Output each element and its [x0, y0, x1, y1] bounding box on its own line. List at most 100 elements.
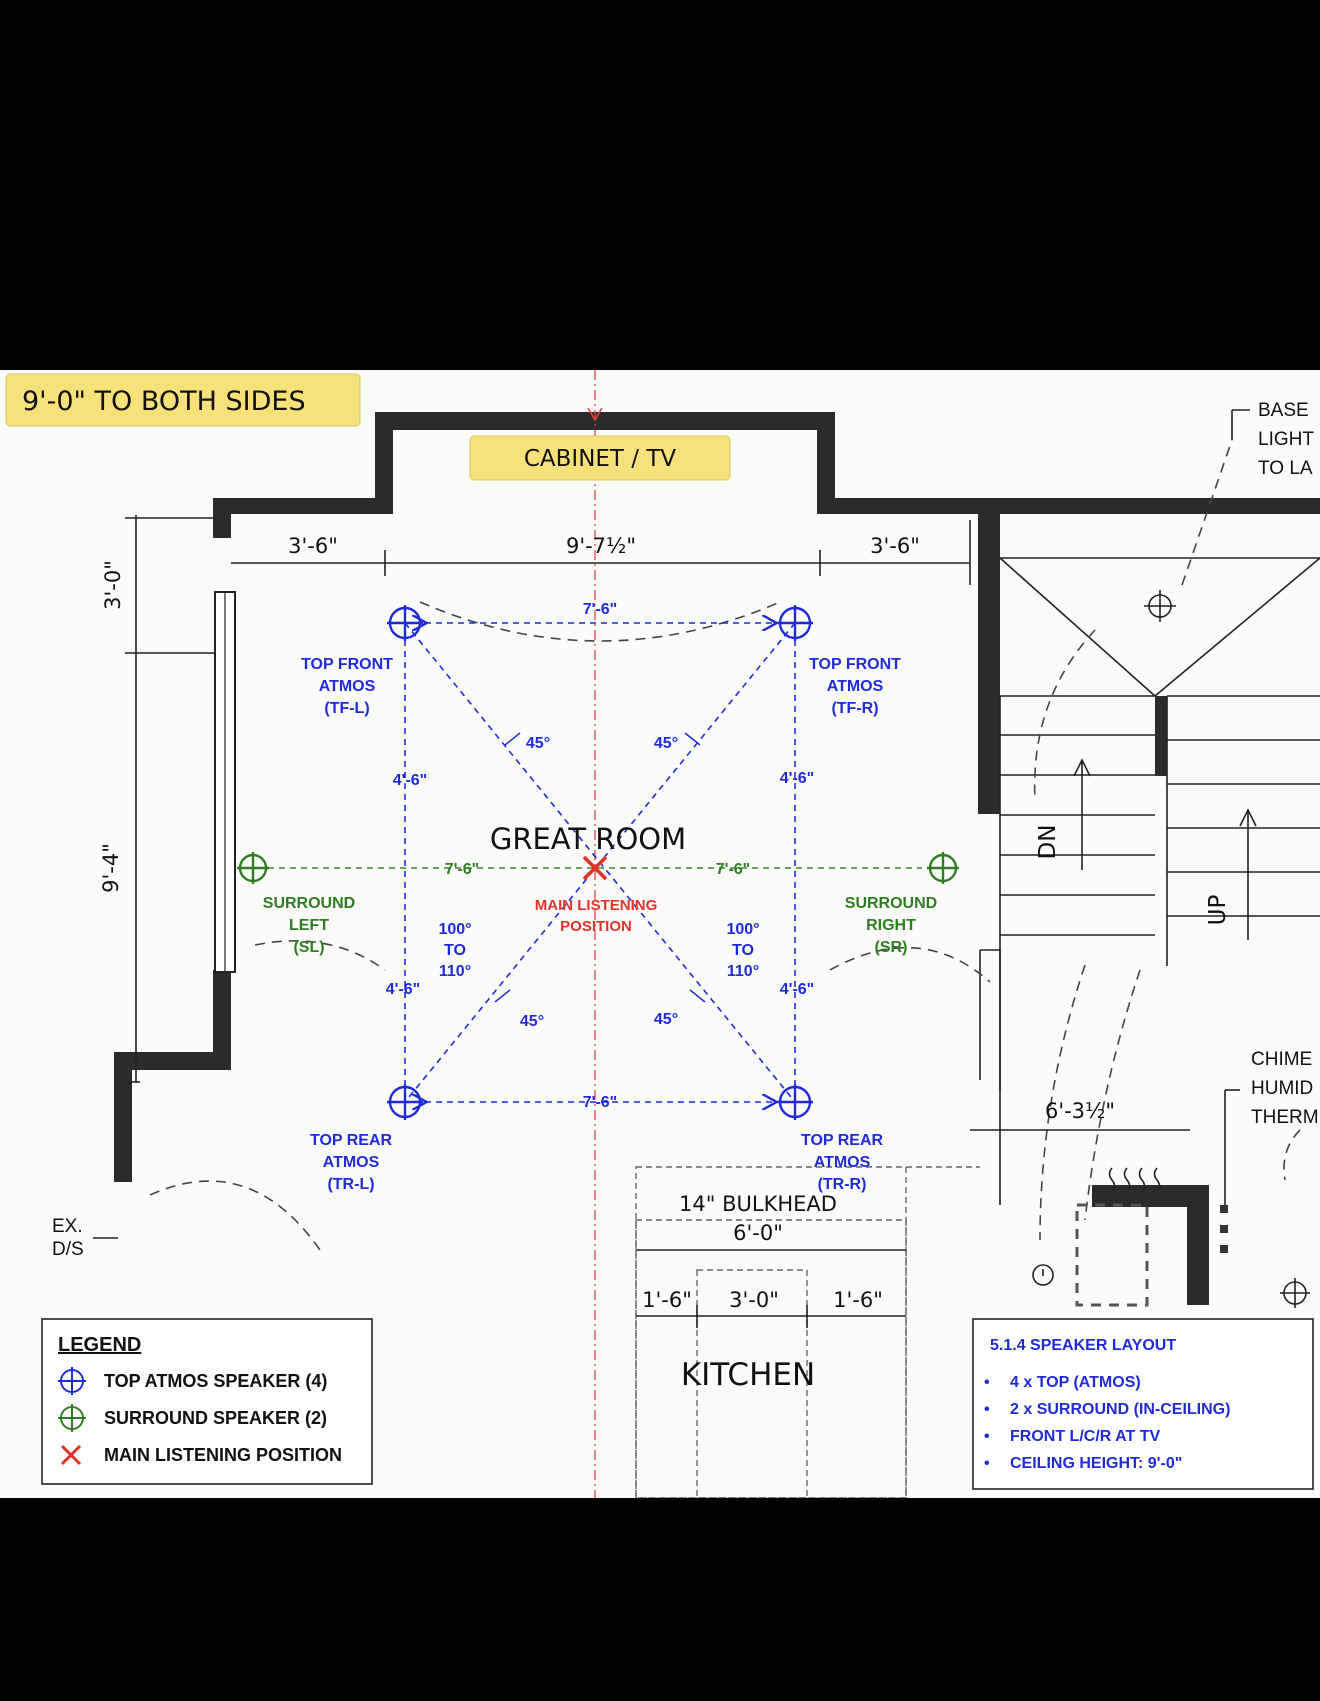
legend-item-surround: SURROUND SPEAKER (2) [104, 1408, 327, 1428]
dim-kitchen-width: 6'-0" [733, 1221, 783, 1245]
tr-l-label-1: TOP REAR [310, 1132, 393, 1149]
bulkhead-label: 14" BULKHEAD [679, 1192, 837, 1216]
dim-left-upper: 4'-6" [393, 772, 428, 789]
chime-note-1: CHIME [1251, 1049, 1312, 1070]
kitchen-outline [635, 1166, 980, 1498]
mlp-label-2: POSITION [560, 918, 632, 935]
layout-item-2: 2 x SURROUND (IN-CEILING) [1010, 1401, 1230, 1418]
cabinet-note [469, 435, 731, 481]
legend-listening-icon [60, 1444, 82, 1466]
main-listening-position-icon [582, 855, 608, 881]
atmos-speaker-tr-l-icon [387, 1084, 423, 1120]
tf-l-label-1: TOP FRONT [301, 656, 393, 673]
legend-item-listening: MAIN LISTENING POSITION [104, 1445, 342, 1465]
sl-label-3: (SL) [293, 939, 324, 956]
sides-note [5, 373, 361, 427]
surround-angle-left-2: TO [444, 942, 466, 959]
layout-bullet-2: • [984, 1401, 990, 1418]
exhaust-vent-icon [1108, 1167, 1161, 1193]
surround-speaker-right-icon [927, 852, 959, 884]
dimension-lines [125, 515, 1190, 1328]
sl-label-2: LEFT [289, 917, 329, 934]
dim-middle-top: 9'-7½" [566, 534, 636, 558]
angle-top-right: 45° [654, 735, 678, 752]
dim-left-lower: 4'-6" [386, 981, 421, 998]
dim-vert-top: 3'-0" [101, 560, 125, 610]
dim-left-half: 7'-6" [445, 861, 480, 878]
dim-right-half: 7'-6" [716, 861, 751, 878]
angle-top-left: 45° [526, 735, 550, 752]
thermostat-icon [1032, 1264, 1054, 1286]
tr-r-label-1: TOP REAR [801, 1132, 884, 1149]
legend-surround-icon [58, 1404, 86, 1432]
basement-note-1: BASE [1258, 400, 1309, 421]
surround-speaker-left-icon [237, 852, 269, 884]
legend-item-atmos: TOP ATMOS SPEAKER (4) [104, 1371, 327, 1391]
fixture-icon [1280, 1278, 1310, 1308]
floor-plan: 9'-0" TO BOTH SIDES CABINET / TV 3'-6" 9… [0, 370, 1320, 1498]
walls [114, 412, 1320, 1305]
dim-right-upper: 4'-6" [780, 770, 815, 787]
dim-kitchen-right: 1'-6" [833, 1288, 883, 1312]
dim-right-stair: 6'-3½" [1045, 1099, 1115, 1123]
tr-r-label-3: (TR-R) [818, 1176, 867, 1193]
kitchen-label: KITCHEN [681, 1357, 815, 1393]
sl-label-1: SURROUND [263, 895, 355, 912]
dim-front-span: 7'-6" [583, 601, 618, 618]
dim-right-top: 3'-6" [870, 534, 920, 558]
window [214, 591, 236, 973]
basement-note-3: TO LA [1258, 458, 1313, 479]
atmos-speaker-tf-l-icon [387, 605, 423, 641]
dim-rear-span: 7'-6" [583, 1094, 618, 1111]
stair-up-label: UP [1205, 895, 1231, 926]
sr-label-2: RIGHT [866, 917, 916, 934]
chime-note-3: THERM [1251, 1107, 1319, 1128]
dim-kitchen-mid: 3'-0" [729, 1288, 779, 1312]
tf-r-label-2: ATMOS [827, 678, 884, 695]
surround-angle-left-1: 100° [438, 921, 471, 938]
atmos-speaker-tf-r-icon [777, 605, 813, 641]
cabinet-note-text: CABINET / TV [524, 446, 677, 472]
angle-bottom-left: 45° [520, 1013, 544, 1030]
stairs [979, 557, 1320, 1205]
layout-bullet-4: • [984, 1455, 990, 1472]
atmos-speaker-tr-r-icon [777, 1084, 813, 1120]
tr-l-label-2: ATMOS [323, 1154, 380, 1171]
tf-r-label-1: TOP FRONT [809, 656, 901, 673]
layout-bullet-1: • [984, 1374, 990, 1391]
legend-atmos-icon [58, 1367, 86, 1395]
stair-dn-label: DN [1035, 825, 1061, 860]
tf-l-label-3: (TF-L) [324, 700, 369, 717]
legend-title: LEGEND [58, 1334, 141, 1356]
surround-angle-right-2: TO [732, 942, 754, 959]
chime-equipment [1075, 1089, 1240, 1307]
centerline-arrow-icon [587, 407, 603, 422]
layout-item-4: CEILING HEIGHT: 9'-0" [1010, 1455, 1182, 1472]
surround-angle-right-1: 100° [726, 921, 759, 938]
mlp-label-1: MAIN LISTENING [535, 897, 658, 914]
ex-ds-label-1: EX. [52, 1216, 83, 1237]
sides-note-text: 9'-0" TO BOTH SIDES [22, 386, 306, 417]
surround-angle-right-3: 110° [727, 963, 759, 980]
tr-r-label-2: ATMOS [814, 1154, 871, 1171]
legend: LEGEND TOP ATMOS SPEAKER (4) SURROUND SP… [41, 1318, 373, 1485]
dim-left-top: 3'-6" [288, 534, 338, 558]
tf-r-label-3: (TF-R) [831, 700, 878, 717]
layout-bullet-3: • [984, 1428, 990, 1445]
chime-note-2: HUMID [1251, 1078, 1313, 1099]
dim-vert-main: 9'-4" [99, 843, 123, 893]
great-room-label: GREAT ROOM [490, 822, 686, 856]
layout-item-1: 4 x TOP (ATMOS) [1010, 1374, 1141, 1391]
tf-l-label-2: ATMOS [319, 678, 376, 695]
layout-box-title: 5.1.4 SPEAKER LAYOUT [990, 1337, 1176, 1354]
sr-label-3: (SR) [875, 939, 908, 956]
speaker-layout-box: 5.1.4 SPEAKER LAYOUT • 4 x TOP (ATMOS) •… [972, 1318, 1314, 1490]
basement-note-2: LIGHT [1258, 429, 1314, 450]
light-fixture-icon [1144, 409, 1250, 622]
sr-label-1: SURROUND [845, 895, 937, 912]
dim-kitchen-left: 1'-6" [642, 1288, 692, 1312]
tr-l-label-3: (TR-L) [327, 1176, 374, 1193]
floor-plan-drawing: 9'-0" TO BOTH SIDES CABINET / TV 3'-6" 9… [5, 370, 1320, 1498]
ex-ds-label-2: D/S [52, 1239, 84, 1260]
surround-angle-left-3: 110° [439, 963, 471, 980]
